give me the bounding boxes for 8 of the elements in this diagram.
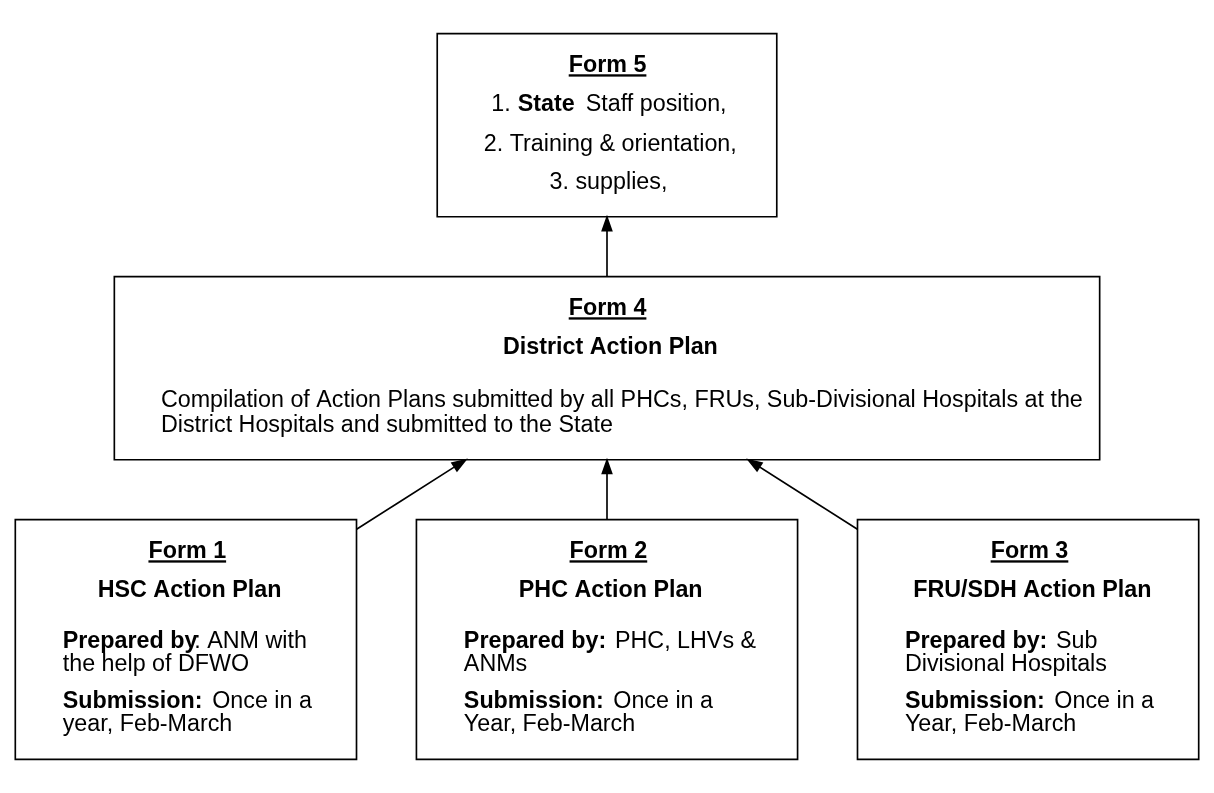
arrow	[746, 458, 859, 531]
node-box: Form 5 1. State Staff position, 2. Training & orientation, 3. supplies,	[436, 32, 778, 218]
node-box: Form 2 PHC Action Plan Prepared by: PHC, LHVs & ANMs Submission: Once in a Year, Feb-March	[415, 518, 799, 761]
arrow	[601, 457, 613, 521]
arrow	[355, 458, 468, 531]
arrow	[601, 214, 613, 278]
node-box: Form 4 District Action Plan Compilation of Action Plans submitted by all PHCs, FRUs, Sub-Divisional Hospitals at the District Hospitals and submitted to the State	[113, 275, 1101, 461]
node-box: Form 3 FRU/SDH Action Plan Prepared by: Sub Divisional Hospitals Submission: Once in a Year, Feb-March	[856, 518, 1200, 761]
